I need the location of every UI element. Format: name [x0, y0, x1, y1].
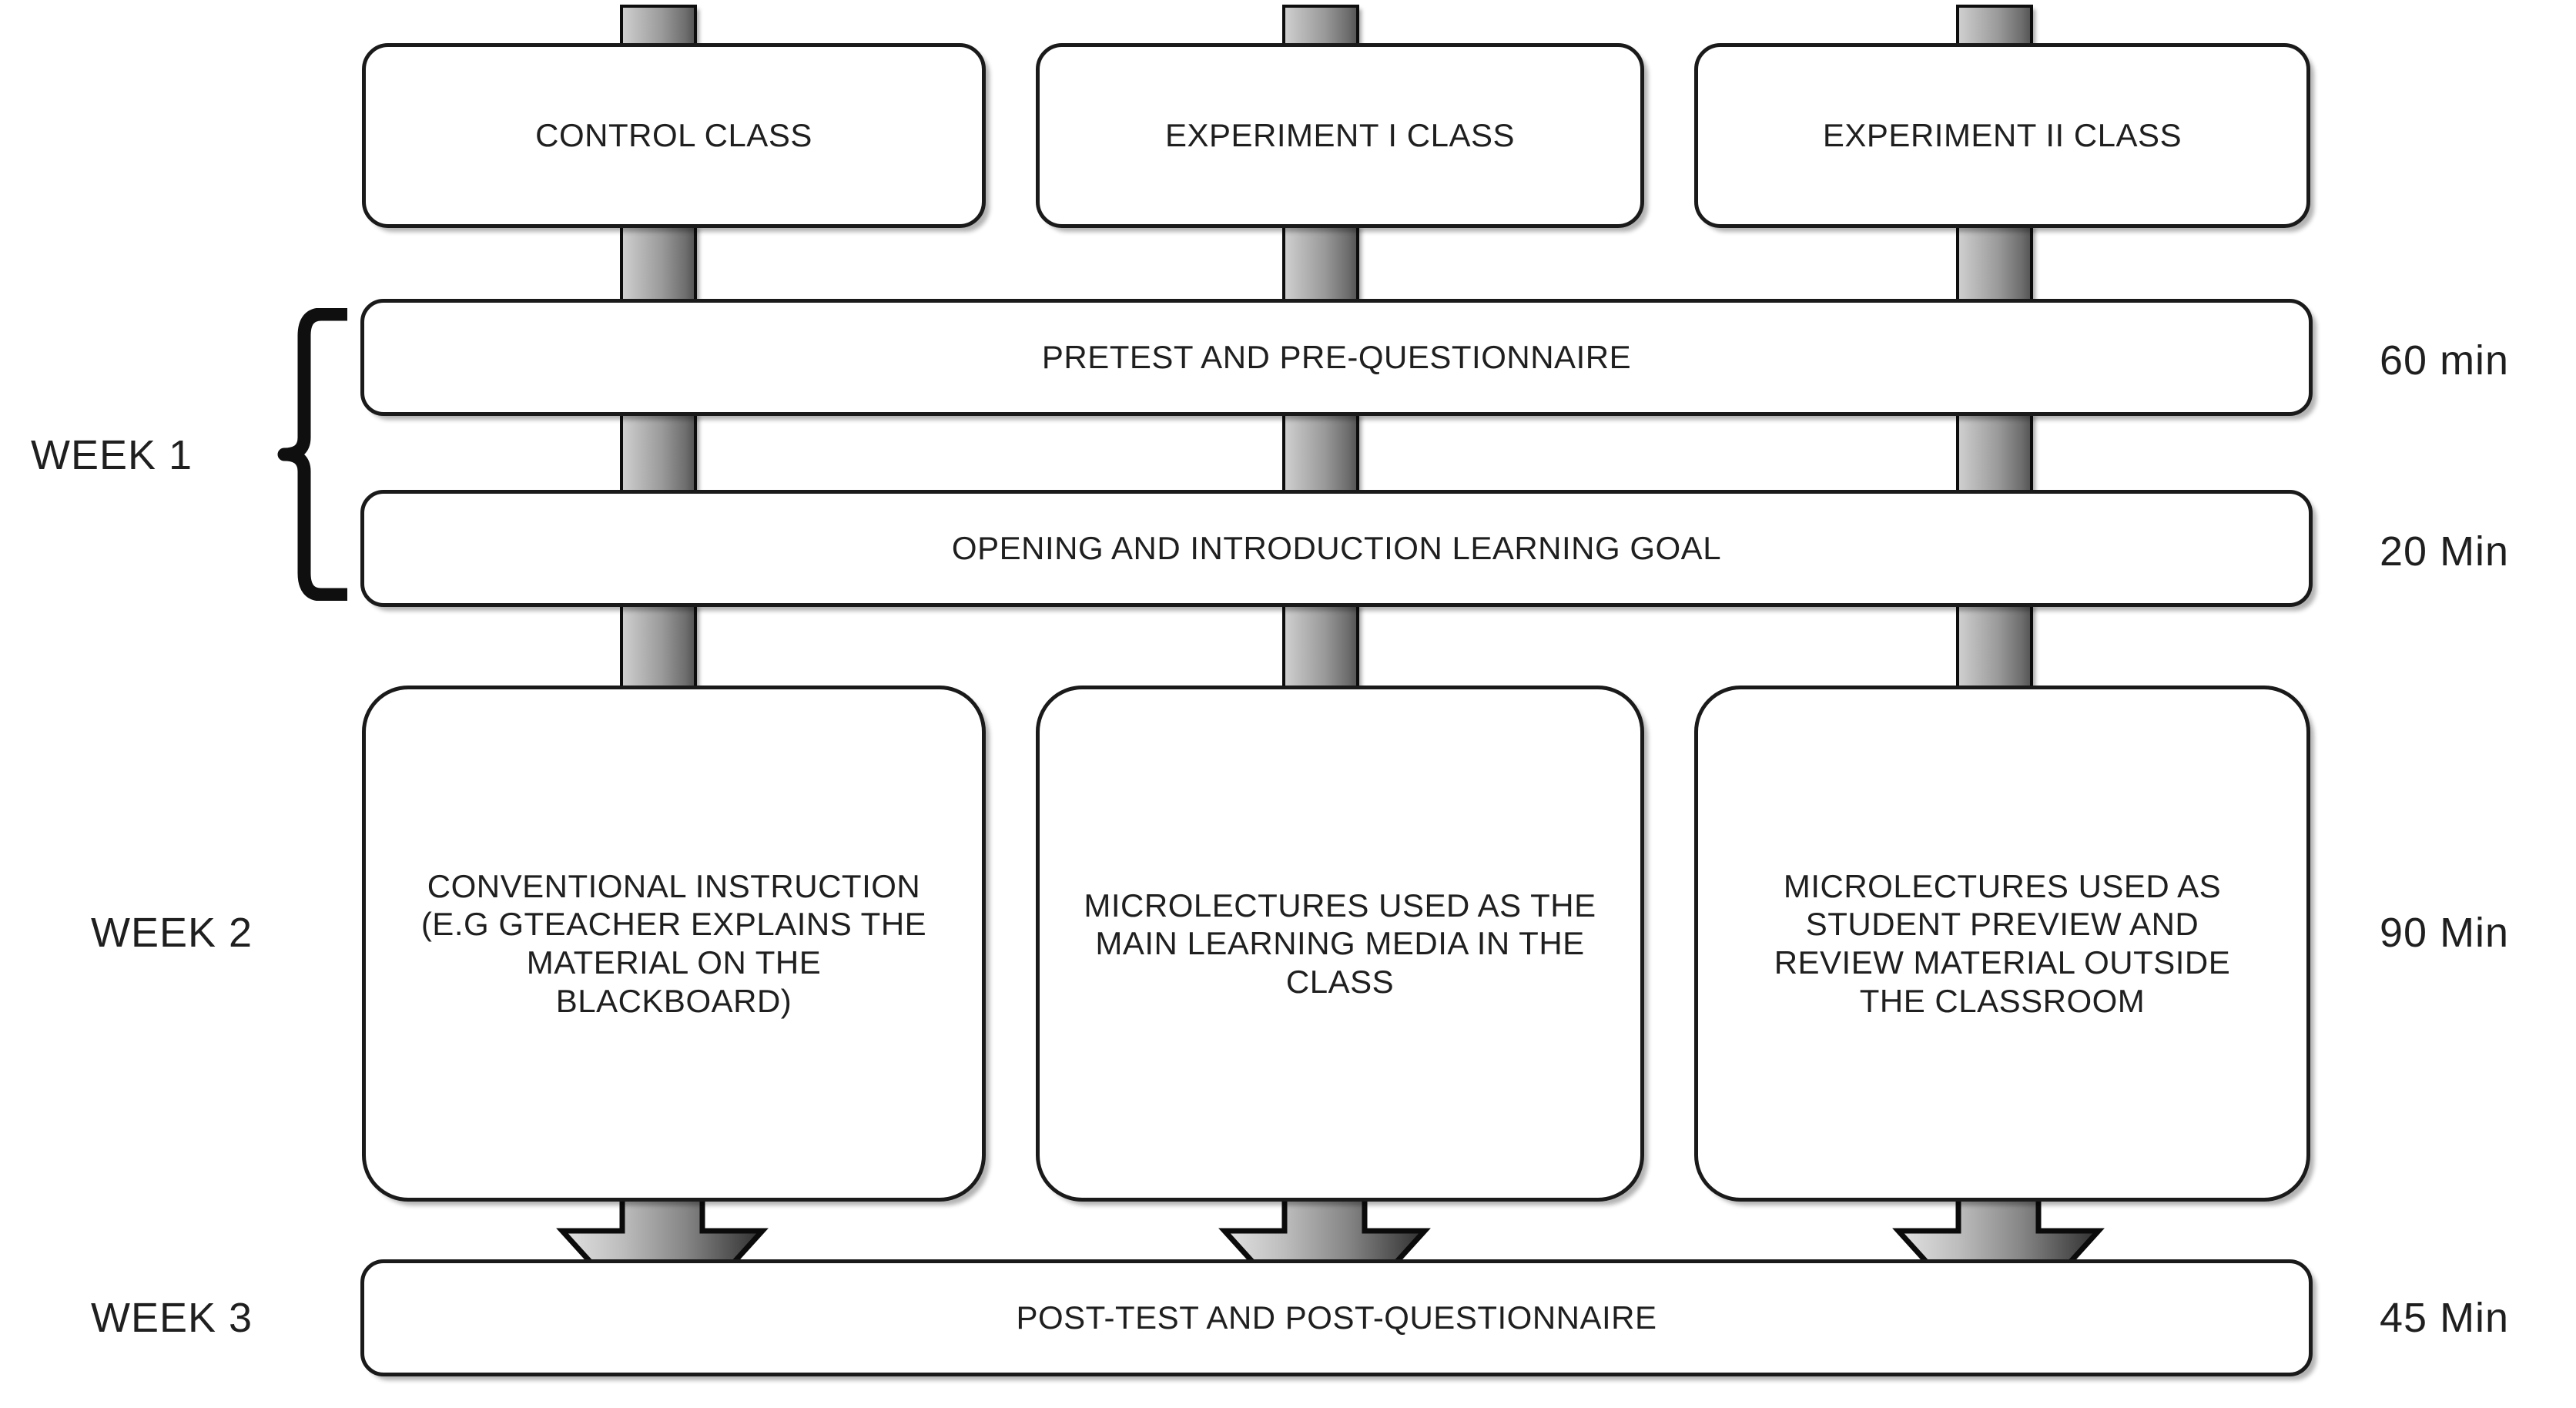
week-label-week2: WEEK 2: [91, 910, 253, 956]
node-label: EXPERIMENT II CLASS: [1822, 117, 2182, 154]
gradient-connector-bar: [1956, 411, 2033, 496]
node-microlecture-main-media[interactable]: MICROLECTURES USED AS THE MAIN LEARNING …: [1036, 686, 1644, 1202]
node-label: EXPERIMENT I CLASS: [1164, 117, 1516, 154]
node-label: PRETEST AND PRE-QUESTIONNAIRE: [1041, 339, 1632, 376]
node-pretest-band[interactable]: PRETEST AND PRE-QUESTIONNAIRE: [360, 299, 2313, 416]
duration-opening: 20 Min: [2380, 528, 2510, 575]
week-label-week1: WEEK 1: [31, 432, 193, 478]
duration-treatment: 90 Min: [2380, 910, 2510, 956]
gradient-connector-bar: [620, 602, 697, 692]
gradient-connector-bar: [620, 223, 697, 305]
node-label: CONVENTIONAL INSTRUCTION (E.G GTEACHER E…: [420, 867, 927, 1019]
node-label: CONTROL CLASS: [535, 117, 812, 154]
gradient-connector-bar: [1282, 223, 1359, 305]
node-experiment-2-class[interactable]: EXPERIMENT II CLASS: [1694, 43, 2310, 228]
gradient-connector-bar: [1282, 602, 1359, 692]
gradient-connector-bar: [1282, 5, 1359, 48]
node-experiment-1-class[interactable]: EXPERIMENT I CLASS: [1036, 43, 1644, 228]
duration-pretest: 60 min: [2380, 337, 2510, 384]
gradient-connector-bar: [1282, 411, 1359, 496]
node-label: OPENING AND INTRODUCTION LEARNING GOAL: [951, 530, 1722, 567]
node-label: MICROLECTURES USED AS STUDENT PREVIEW AN…: [1774, 867, 2231, 1019]
node-label: MICROLECTURES USED AS THE MAIN LEARNING …: [1084, 887, 1596, 1000]
duration-posttest: 45 Min: [2380, 1295, 2510, 1341]
node-control-class[interactable]: CONTROL CLASS: [362, 43, 986, 228]
node-label: POST-TEST AND POST-QUESTIONNAIRE: [1016, 1299, 1657, 1336]
gradient-connector-bar: [1956, 602, 2033, 692]
gradient-connector-bar: [620, 411, 697, 496]
week-label-week3: WEEK 3: [91, 1295, 253, 1341]
week1-brace: [273, 307, 358, 602]
gradient-connector-bar: [1956, 223, 2033, 305]
node-opening-band[interactable]: OPENING AND INTRODUCTION LEARNING GOAL: [360, 490, 2313, 607]
gradient-connector-bar: [620, 5, 697, 48]
node-microlecture-preview-review[interactable]: MICROLECTURES USED AS STUDENT PREVIEW AN…: [1694, 686, 2310, 1202]
node-posttest-band[interactable]: POST-TEST AND POST-QUESTIONNAIRE: [360, 1259, 2313, 1376]
node-conventional-instruction[interactable]: CONVENTIONAL INSTRUCTION (E.G GTEACHER E…: [362, 686, 986, 1202]
gradient-connector-bar: [1956, 5, 2033, 48]
